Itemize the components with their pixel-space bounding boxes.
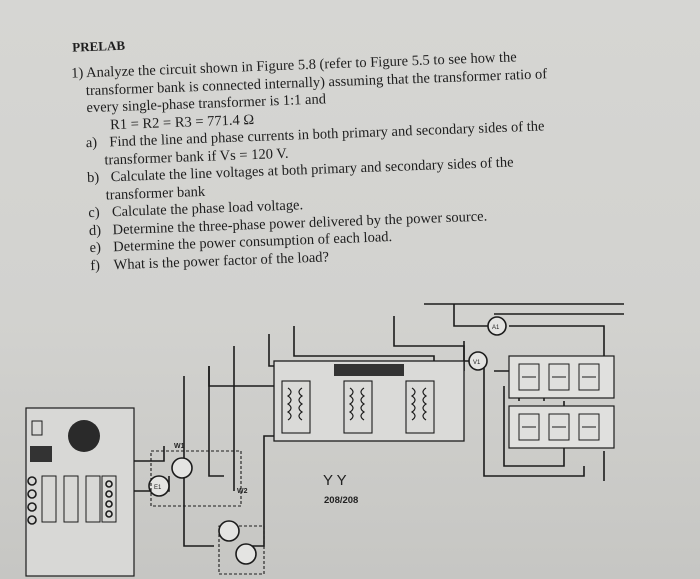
circuit-diagram: Y Y 208/208 W1 W2 A1 V1 E1: [25, 303, 624, 577]
ammeter-w2: [235, 543, 257, 565]
item-f-label: f): [89, 257, 101, 274]
w1-label: W1: [174, 443, 185, 450]
item-e-label: e): [89, 239, 102, 257]
wattmeter-w2-box: [218, 525, 265, 575]
power-supply: [25, 407, 135, 577]
circuit-figure: Y Y 208/208 W1 W2 A1 V1 E1: [24, 296, 624, 578]
rating-label: 208/208: [324, 495, 358, 506]
voltmeter-e1: [148, 475, 170, 497]
e1-label: E1: [154, 485, 162, 491]
resistive-load-bank: [508, 355, 615, 449]
voltmeter-v1: [468, 351, 488, 371]
v1-label: V1: [473, 360, 481, 366]
transformer-bank: [273, 360, 465, 442]
wattmeter-w2: [218, 520, 240, 542]
prelab-text: PRELAB 1) Analyze the circuit shown in F…: [62, 18, 670, 276]
connection-label: Y Y: [323, 472, 347, 489]
ammeter-a1: [487, 316, 507, 336]
item-a-label: a): [85, 134, 98, 152]
item-c-label: c): [88, 204, 100, 222]
wattmeter-w1: [171, 457, 193, 479]
item-d-label: d): [88, 222, 102, 239]
a1-label: A1: [492, 325, 500, 331]
w2-label: W2: [237, 488, 248, 495]
item-b-label: b): [86, 169, 100, 187]
wattmeter-w1-box: [150, 450, 242, 507]
